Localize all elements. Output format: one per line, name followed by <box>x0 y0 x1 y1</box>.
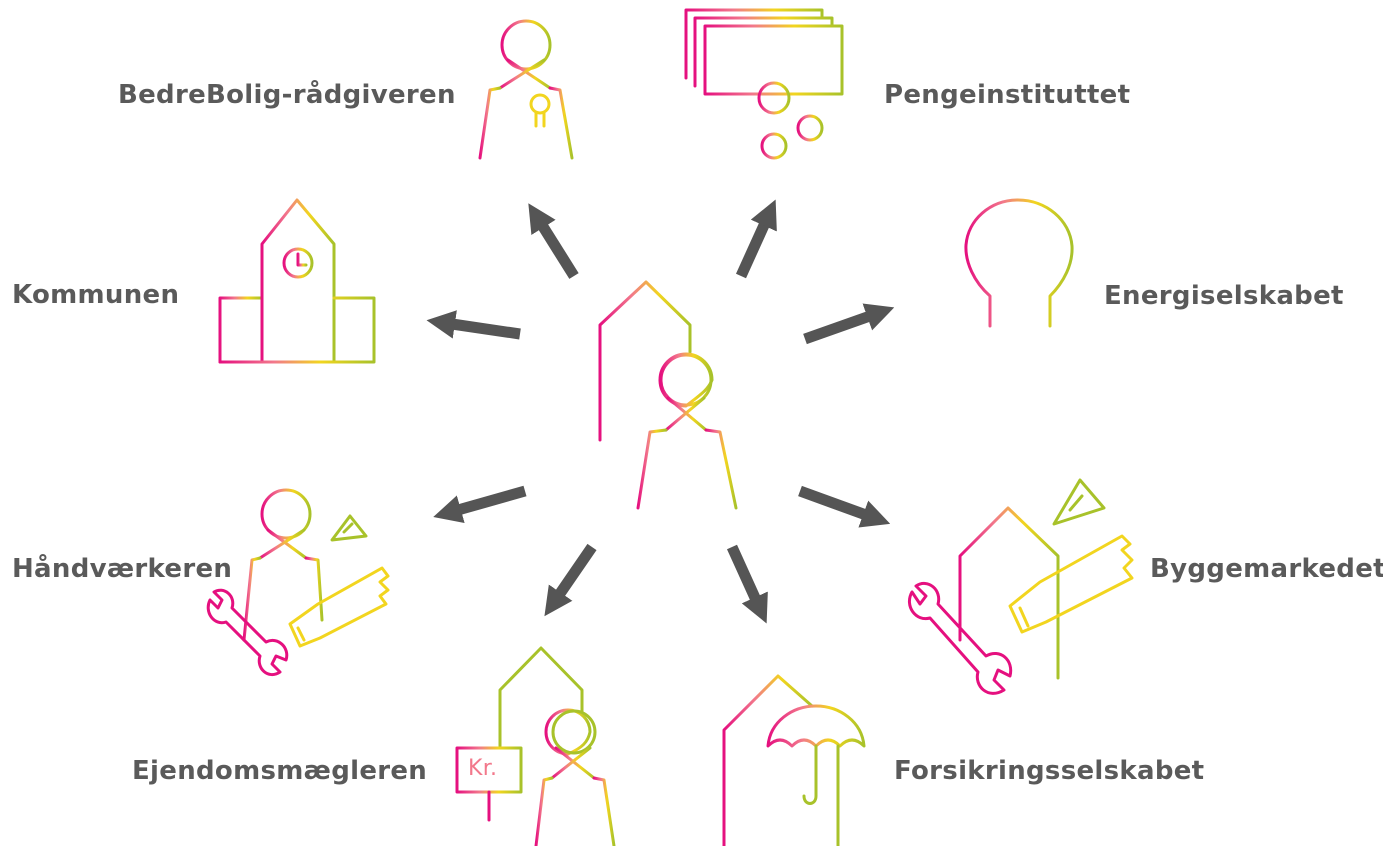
house-person-icon <box>598 280 738 510</box>
label-hardware-store: Byggemarkedet <box>1150 554 1383 584</box>
craftsman-icon <box>242 488 324 642</box>
arrow-to-craftsman <box>433 485 527 523</box>
realtor-sign-text: Kr. <box>468 756 498 781</box>
arrow-to-insurance <box>726 544 768 624</box>
label-bank: Pengeinstituttet <box>884 80 1131 110</box>
arrow-to-realtor <box>544 543 597 617</box>
arrow-to-energy <box>803 303 895 345</box>
money-icon <box>684 8 844 160</box>
label-advisor: BedreBolig-rådgiveren <box>118 80 456 110</box>
arrow-to-hardware-store <box>798 485 891 528</box>
house-sign-icon <box>455 646 616 846</box>
light-bulb-icon <box>964 198 1074 353</box>
label-craftsman: Håndværkeren <box>12 554 233 584</box>
label-energy: Energiselskabet <box>1104 281 1344 311</box>
arrow-to-advisor <box>528 203 579 279</box>
arrow-to-bank <box>735 199 777 279</box>
label-insurance: Forsikringsselskabet <box>894 756 1205 786</box>
label-municipality: Kommunen <box>12 280 180 310</box>
tools-icon <box>206 514 390 677</box>
house-umbrella-icon <box>722 674 866 846</box>
arrows <box>426 199 895 624</box>
label-realtor: Ejendomsmægleren <box>132 756 428 786</box>
hardware-store-icon <box>907 478 1134 695</box>
town-hall-icon <box>218 198 376 364</box>
arrow-to-municipality <box>426 310 521 340</box>
advisor-icon <box>478 19 574 160</box>
